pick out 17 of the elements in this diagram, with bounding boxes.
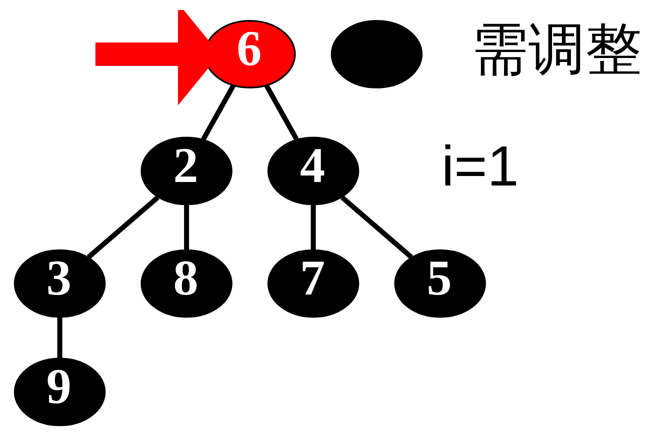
connector	[264, 84, 299, 141]
connector	[310, 204, 316, 250]
connector	[86, 196, 160, 260]
connector	[340, 196, 414, 260]
node-ellipse: 7	[267, 249, 360, 318]
label: i=1	[441, 135, 519, 198]
connector	[57, 317, 62, 358]
connector	[184, 204, 190, 250]
node-ellipse: 2	[140, 136, 232, 206]
node-ellipse: 5	[394, 249, 486, 318]
node-circle	[330, 20, 423, 88]
node-ellipse: 3	[14, 249, 106, 318]
label: 需调整	[471, 18, 642, 82]
connector	[201, 84, 236, 141]
node-ellipse: 9	[14, 358, 106, 426]
node-ellipse: 8	[140, 249, 232, 318]
node-ellipse: 4	[267, 136, 360, 206]
